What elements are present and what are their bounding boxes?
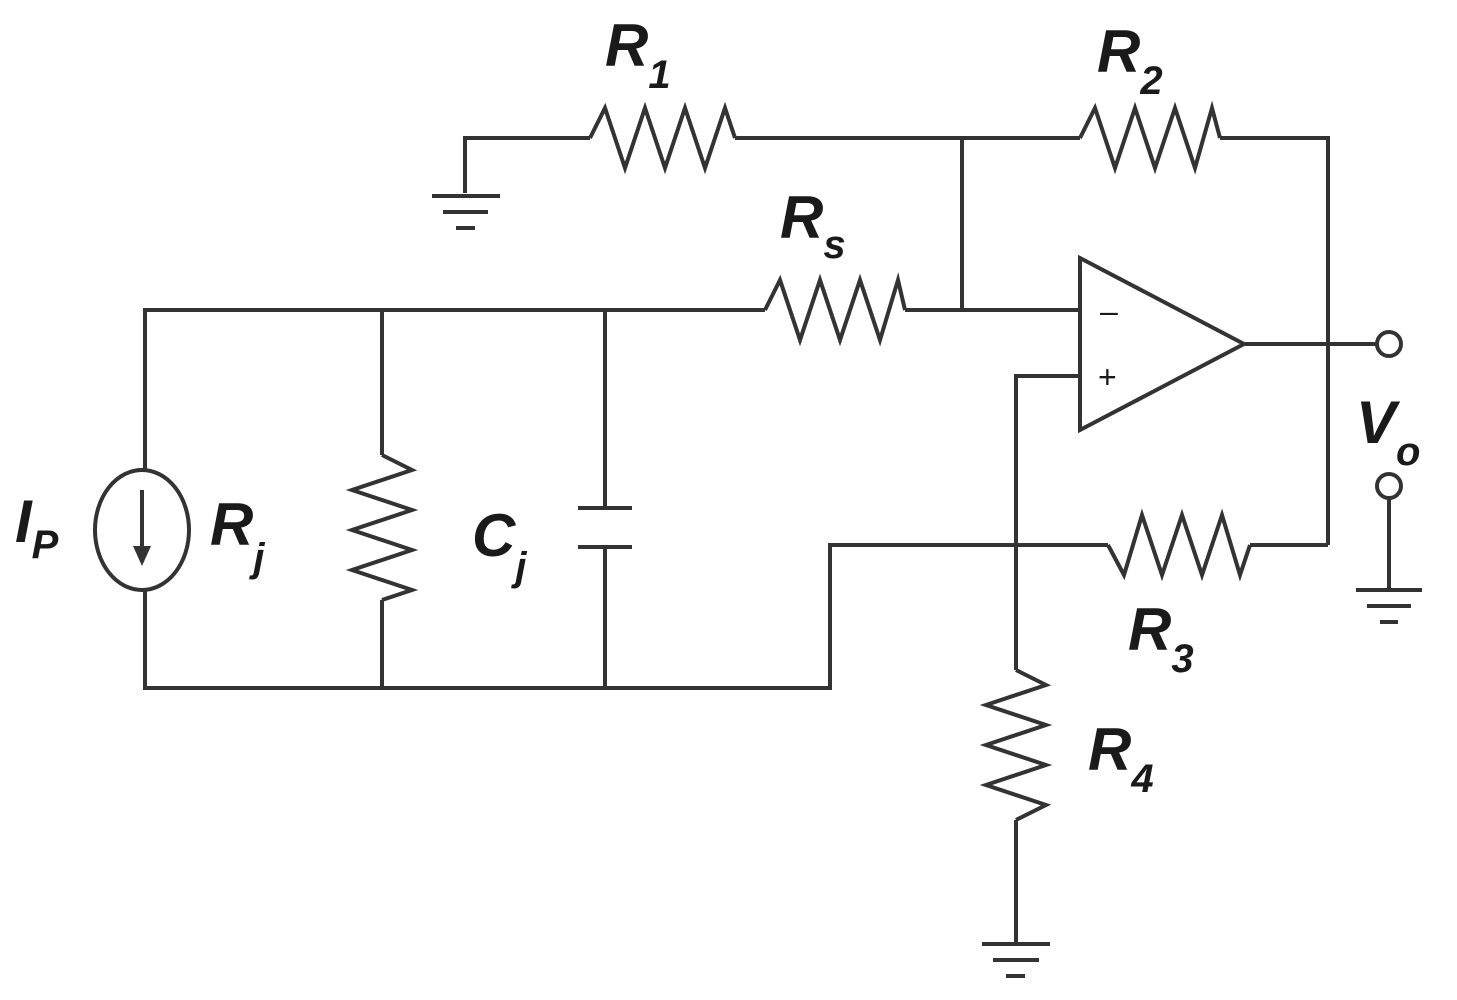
current-source-ip bbox=[93, 468, 191, 592]
capacitor-cj bbox=[578, 506, 632, 549]
label-r1: R1 bbox=[605, 12, 671, 97]
noninverting-wire bbox=[1014, 374, 1080, 670]
label-r3: R3 bbox=[1128, 596, 1194, 681]
label-r2: R2 bbox=[1097, 18, 1163, 103]
top-rail-wire bbox=[143, 308, 765, 470]
ground-symbol-r4 bbox=[982, 942, 1050, 978]
label-cj: Cj bbox=[472, 502, 527, 589]
output-terminal-bottom[interactable] bbox=[1375, 472, 1403, 500]
label-vo: Vo bbox=[1356, 389, 1420, 474]
noninverting-sign: + bbox=[1098, 359, 1117, 395]
resistor-r3 bbox=[1106, 508, 1252, 582]
resistor-r4 bbox=[979, 668, 1053, 822]
label-ip: IP bbox=[15, 488, 59, 567]
output-terminal-top[interactable] bbox=[1375, 330, 1403, 358]
resistor-r1 bbox=[588, 101, 737, 175]
r3-bottom-wire bbox=[143, 543, 1108, 690]
r2-output-wire bbox=[1220, 136, 1330, 545]
label-r4: R4 bbox=[1088, 716, 1154, 801]
ground-symbol-r1 bbox=[432, 194, 500, 230]
label-rj: Rj bbox=[210, 491, 265, 580]
r1-ground-wire bbox=[463, 136, 590, 193]
resistor-rs bbox=[763, 272, 907, 347]
label-rs: Rs bbox=[780, 184, 846, 267]
ground-symbol-output bbox=[1356, 588, 1422, 624]
resistor-r2 bbox=[1078, 100, 1222, 175]
resistor-rj bbox=[345, 453, 419, 602]
op-amp: – + bbox=[1078, 254, 1249, 434]
inverting-sign: – bbox=[1100, 293, 1118, 329]
